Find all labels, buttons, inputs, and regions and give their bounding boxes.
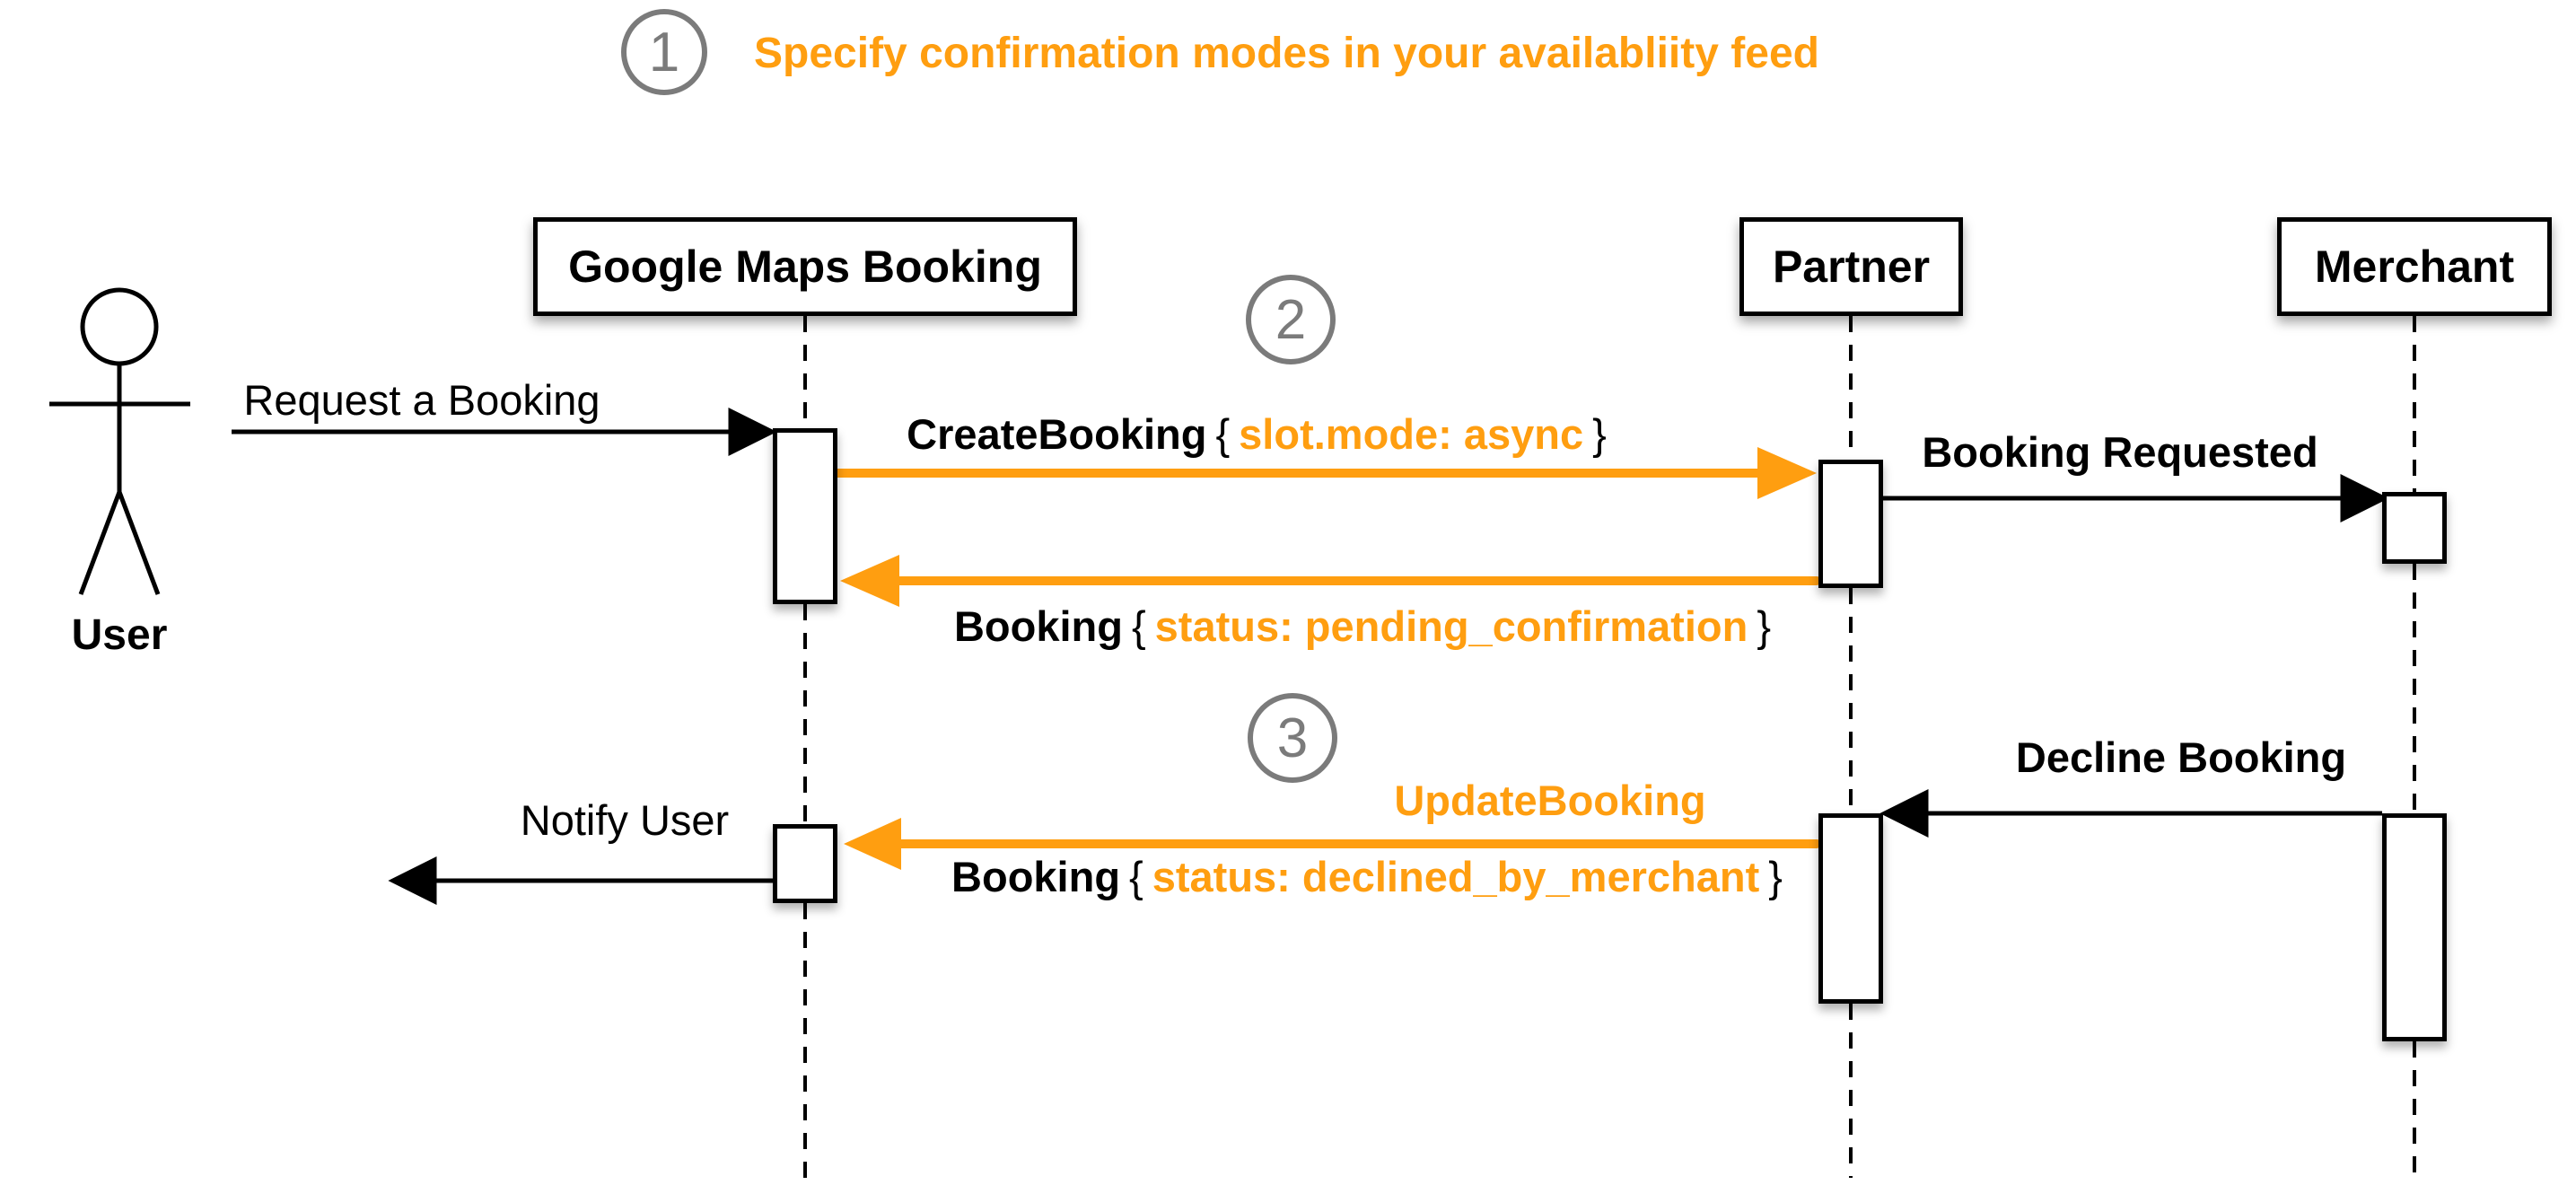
partner-activation-2 <box>1818 813 1883 1004</box>
message-booking-requested: Booking Requested <box>1922 428 2318 476</box>
message-booking-pending: Booking{status: pending_confirmation} <box>954 601 1780 651</box>
message-booking-declined: Booking{status: declined_by_merchant} <box>951 852 1792 901</box>
create-booking-open-brace: { <box>1215 410 1231 458</box>
actor-merchant: Merchant <box>2277 217 2552 316</box>
actor-merchant-label: Merchant <box>2314 241 2515 292</box>
step-3-number: 3 <box>1276 707 1309 769</box>
actor-google-maps-booking-label: Google Maps Booking <box>568 241 1042 292</box>
message-notify-user: Notify User <box>520 796 730 844</box>
orange-arrows <box>833 447 1821 870</box>
booking-declined-open-brace: { <box>1129 853 1143 900</box>
stick-figure-leg-left <box>78 491 122 595</box>
gmb-activation-2 <box>773 824 837 903</box>
update-booking-arrowhead <box>844 818 901 870</box>
actor-google-maps-booking: Google Maps Booking <box>533 217 1077 316</box>
booking-pending-arrowhead <box>840 555 899 607</box>
actor-partner-label: Partner <box>1772 241 1931 292</box>
actor-user-label: User <box>71 611 168 659</box>
partner-activation-1 <box>1818 460 1883 588</box>
lifelines <box>803 316 2416 1178</box>
stick-figure-head <box>80 287 159 366</box>
create-booking-param: slot.mode: async <box>1239 410 1584 458</box>
booking-requested-arrowhead <box>2340 473 2389 523</box>
create-booking-name: CreateBooking <box>907 410 1207 458</box>
message-create-booking: CreateBooking{slot.mode: async} <box>907 409 1616 459</box>
step-2-number: 2 <box>1275 288 1307 351</box>
decline-booking-arrowhead <box>1879 788 1929 838</box>
request-booking-arrowhead <box>728 407 777 457</box>
booking-pending-param: status: pending_confirmation <box>1154 602 1748 650</box>
booking-declined-name: Booking <box>951 853 1121 900</box>
booking-pending-name: Booking <box>953 602 1123 650</box>
notify-user-arrowhead <box>388 856 437 906</box>
actor-partner: Partner <box>1739 217 1963 316</box>
black-arrows <box>232 407 2389 906</box>
message-update-booking: UpdateBooking <box>1394 777 1706 824</box>
create-booking-arrowhead <box>1757 447 1817 499</box>
booking-pending-open-brace: { <box>1131 602 1146 650</box>
diagram-title: Specify confirmation modes in your avail… <box>754 30 1819 77</box>
step-3-badge: 3 <box>1248 693 1337 783</box>
merchant-activation-2 <box>2382 813 2447 1041</box>
create-booking-close-brace: } <box>1592 410 1607 458</box>
stick-figure-leg-right <box>117 491 161 595</box>
booking-pending-close-brace: } <box>1757 602 1772 650</box>
step-1-badge: 1 <box>621 9 707 95</box>
user-stick-figure-icon <box>49 287 190 595</box>
gmb-activation-1 <box>773 428 837 604</box>
booking-declined-close-brace: } <box>1768 853 1783 900</box>
message-request-booking: Request a Booking <box>243 376 600 424</box>
booking-declined-param: status: declined_by_merchant <box>1152 853 1760 900</box>
merchant-activation-1 <box>2382 492 2447 564</box>
step-2-badge: 2 <box>1246 275 1336 364</box>
message-decline-booking: Decline Booking <box>2015 733 2347 781</box>
step-1-number: 1 <box>648 21 680 83</box>
